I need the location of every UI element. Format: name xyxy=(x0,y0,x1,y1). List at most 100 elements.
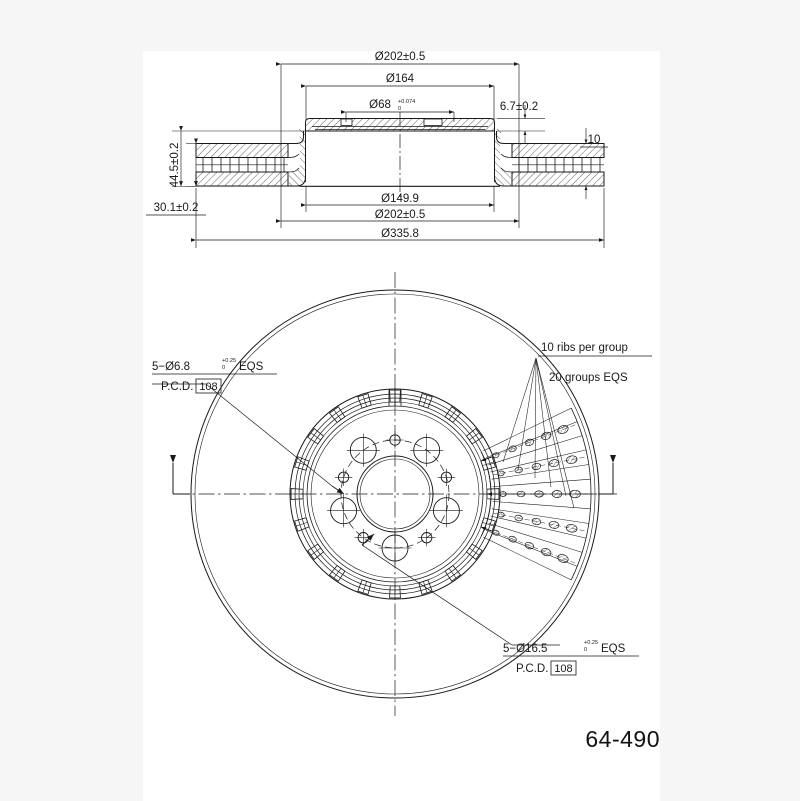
vane-slot xyxy=(357,579,372,595)
ribs-line2: 20 groups EQS xyxy=(549,372,628,384)
ribs-line1: 10 ribs per group xyxy=(541,342,628,354)
rib-line xyxy=(492,501,591,510)
vane-slot-midline xyxy=(310,547,321,556)
vane-slot xyxy=(465,428,483,445)
dim-hub-flange-diameter: Ø164 xyxy=(386,73,415,85)
vane-slot xyxy=(486,488,500,500)
dim-center-bore: Ø68 +0.074 0 xyxy=(369,99,415,112)
cross-section-geometry xyxy=(195,112,605,200)
rib-line xyxy=(490,449,587,473)
vane-slot xyxy=(389,585,401,599)
rib-line xyxy=(491,508,589,524)
vane-slot xyxy=(418,579,433,595)
section-dimension-labels: Ø202±0.5 Ø164 Ø68 +0.074 0 6.7±0.2 10 44… xyxy=(146,51,608,240)
front-view-centerlines xyxy=(173,272,617,716)
vane-slot-midline xyxy=(333,409,342,420)
vane-slot xyxy=(290,488,304,500)
vane-slot-midline xyxy=(310,432,321,441)
mounting-hole-large-crosshair xyxy=(346,433,380,467)
vane-slot xyxy=(307,543,325,560)
mounting-hole-small-crosshair xyxy=(418,529,436,547)
dim-outer-diameter: Ø335.8 xyxy=(381,228,419,240)
vane-slot xyxy=(465,543,483,560)
section-arrow-right xyxy=(598,455,616,495)
rib-root-arrow xyxy=(480,526,493,532)
vane-slot-midline xyxy=(448,568,457,579)
annotation-ribs: 10 ribs per group 20 groups EQS xyxy=(538,342,652,384)
section-arrow-markers xyxy=(170,455,616,495)
annotation-small-holes: 5−Ø6.8 +0.25 0 EQS P.C.D. 108 xyxy=(152,358,277,394)
rib-cross-section xyxy=(497,470,505,477)
annotation-large-holes: 5−Ø16.5 +0.25 0 EQS P.C.D. 108 xyxy=(503,640,639,676)
vane-slot-midline xyxy=(296,522,308,527)
large-holes-tol-upper: +0.25 xyxy=(584,640,598,646)
friction-ring-left xyxy=(195,129,306,187)
vane-slot xyxy=(307,428,325,445)
leader-ribs xyxy=(502,357,575,509)
small-holes-pcd-box xyxy=(195,378,222,394)
small-holes-pcd-value: 108 xyxy=(199,381,217,393)
vane-slot-midline xyxy=(448,409,457,420)
mounting-hole-small-crosshair xyxy=(334,468,353,486)
vane-slot-midline xyxy=(482,522,494,527)
section-dimensions xyxy=(172,62,605,248)
rib-group-detail xyxy=(331,407,592,581)
leader-small-holes xyxy=(205,383,333,487)
rib-cross-section xyxy=(548,459,560,468)
part-number: 64-490 xyxy=(585,726,660,752)
rib-cross-section xyxy=(565,524,578,533)
large-holes-line1-suffix: EQS xyxy=(601,643,626,655)
vane-slot-midline xyxy=(482,461,494,466)
dim-hat-depth: 30.1±0.2 xyxy=(154,202,199,214)
mounting-hole-small-crosshair xyxy=(437,468,456,486)
dim-center-bore-tol-lower: 0 xyxy=(398,106,401,112)
vane-slot xyxy=(294,456,310,471)
vane-slot xyxy=(444,406,461,424)
rib-line xyxy=(490,515,587,539)
mounting-hole-large-crosshair xyxy=(327,494,361,528)
vane-slot xyxy=(418,393,433,409)
vane-slot xyxy=(444,564,461,582)
rib-line xyxy=(482,407,572,452)
rib-line xyxy=(491,464,589,480)
vane-slot xyxy=(389,389,401,403)
small-holes-line1-prefix: 5−Ø6.8 xyxy=(152,361,190,373)
hole-leader-arrow xyxy=(361,533,375,546)
small-holes-line1-suffix: EQS xyxy=(239,361,264,373)
mounting-hole-large-crosshair xyxy=(429,494,463,528)
rib-line xyxy=(488,522,583,553)
large-holes-pcd-value: 108 xyxy=(554,663,572,675)
rib-cross-section xyxy=(565,455,578,464)
section-arrow-left xyxy=(170,455,190,495)
dim-hub-outer-diameter: Ø202±0.5 xyxy=(375,209,425,221)
large-holes-tol-lower: 0 xyxy=(584,647,587,653)
small-holes-tol-upper: +0.25 xyxy=(222,358,236,364)
small-holes-pcd-label: P.C.D. xyxy=(161,381,193,393)
vane-slot-midline xyxy=(362,581,367,593)
vane-slot xyxy=(329,564,346,582)
dim-overall-height: 44.5±0.2 xyxy=(169,143,181,188)
rib-line xyxy=(492,478,591,487)
large-holes-pcd-box xyxy=(550,660,577,676)
rib-cross-section xyxy=(497,511,505,518)
small-holes-tol-lower: 0 xyxy=(222,365,225,371)
dim-center-bore-nominal: Ø68 xyxy=(369,99,391,111)
large-holes-line1-prefix: 5−Ø16.5 xyxy=(503,643,547,655)
rib-cross-section xyxy=(548,520,560,529)
vane-slot-midline xyxy=(469,432,480,441)
dim-disc-thickness: 10 xyxy=(588,134,601,146)
dim-inner-friction-diameter: Ø149.9 xyxy=(381,193,419,205)
rib-line xyxy=(482,536,572,581)
leader-large-holes xyxy=(361,544,513,646)
hole-leader-arrow xyxy=(331,485,345,495)
dim-flange-thickness: 6.7±0.2 xyxy=(500,101,538,113)
vane-slot xyxy=(294,517,310,532)
vane-slot-midline xyxy=(362,395,367,407)
vane-slot xyxy=(329,406,346,424)
dim-center-bore-tol-upper: +0.074 xyxy=(398,99,415,105)
center-bore-circle xyxy=(356,455,434,533)
dim-outer-diameter-top: Ø202±0.5 xyxy=(375,51,425,63)
annotation-leaders xyxy=(152,357,575,646)
vane-slot-midline xyxy=(333,568,342,579)
